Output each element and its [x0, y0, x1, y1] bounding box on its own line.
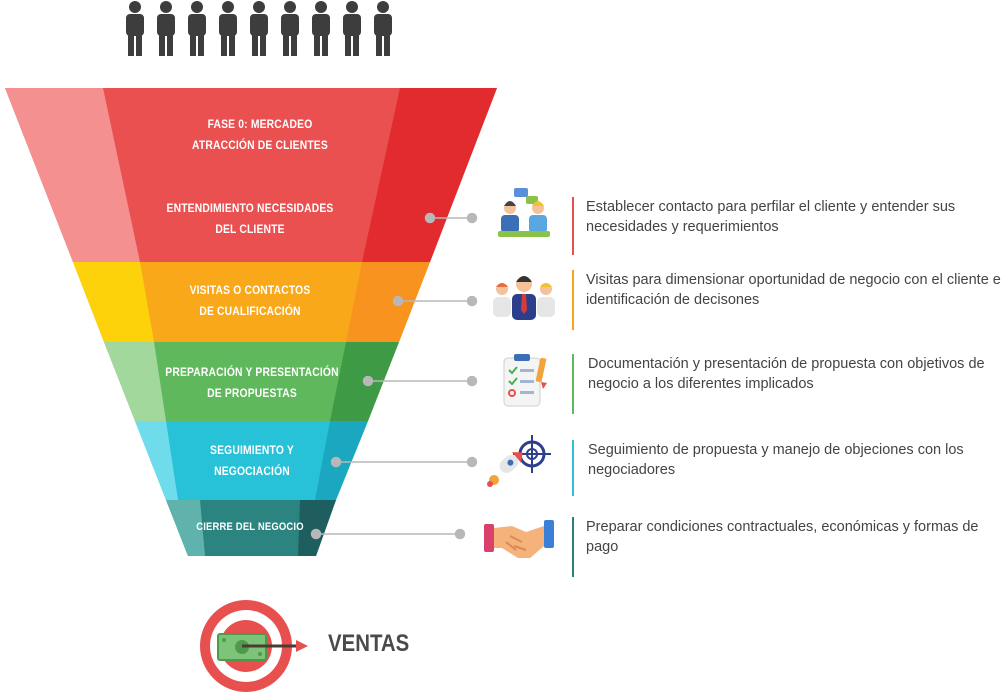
rocket-target-icon [486, 432, 552, 488]
stage-line: DEL CLIENTE [215, 222, 284, 236]
description-text: Visitas para dimensionar oportunidad de … [586, 270, 1004, 310]
stage-line: FASE 0: MERCADEO [208, 117, 313, 131]
stage-label-entendimiento: ENTENDIMIENTO NECESIDADES DEL CLIENTE [155, 198, 344, 240]
stage-label-cierre: CIERRE DEL NEGOCIO [155, 517, 344, 538]
stage-line: SEGUIMIENTO Y [210, 443, 294, 457]
description-text: Seguimiento de propuesta y manejo de obj… [588, 440, 1004, 480]
stage-line: ENTENDIMIENTO NECESIDADES [167, 201, 334, 215]
description-preparacion: Documentación y presentación de propuest… [572, 354, 1004, 414]
handshake-icon [482, 512, 556, 564]
description-entendimiento: Establecer contacto para perfilar el cli… [572, 197, 1004, 255]
description-visitas: Visitas para dimensionar oportunidad de … [572, 270, 1004, 330]
description-text: Establecer contacto para perfilar el cli… [586, 197, 1004, 237]
money-target-icon [196, 598, 316, 694]
checklist-icon [496, 352, 556, 410]
stage-line: PREPARACIÓN Y PRESENTACIÓN [165, 365, 338, 379]
description-seguimiento: Seguimiento de propuesta y manejo de obj… [572, 440, 1004, 496]
stage-label-mercadeo: FASE 0: MERCADEO ATRACCIÓN DE CLIENTES [165, 114, 354, 156]
description-cierre: Preparar condiciones contractuales, econ… [572, 517, 1004, 577]
stage-line: VISITAS O CONTACTOS [190, 283, 311, 297]
stage-label-preparacion: PREPARACIÓN Y PRESENTACIÓN DE PROPUESTAS [157, 362, 346, 404]
description-text: Documentación y presentación de propuest… [588, 354, 1004, 394]
stage-label-seguimiento: SEGUIMIENTO Y NEGOCIACIÓN [157, 440, 346, 482]
stage-label-visitas: VISITAS O CONTACTOS DE CUALIFICACIÓN [155, 280, 344, 322]
team-icon [490, 272, 558, 324]
conversation-icon [496, 186, 554, 240]
stage-line: DE PROPUESTAS [207, 386, 297, 400]
stage-line: CIERRE DEL NEGOCIO [196, 521, 304, 533]
stage-line: ATRACCIÓN DE CLIENTES [192, 138, 328, 152]
description-text: Preparar condiciones contractuales, econ… [586, 517, 1004, 557]
stage-line: NEGOCIACIÓN [214, 464, 290, 478]
stage-line: DE CUALIFICACIÓN [199, 304, 300, 318]
outcome-label: VENTAS [328, 630, 409, 658]
